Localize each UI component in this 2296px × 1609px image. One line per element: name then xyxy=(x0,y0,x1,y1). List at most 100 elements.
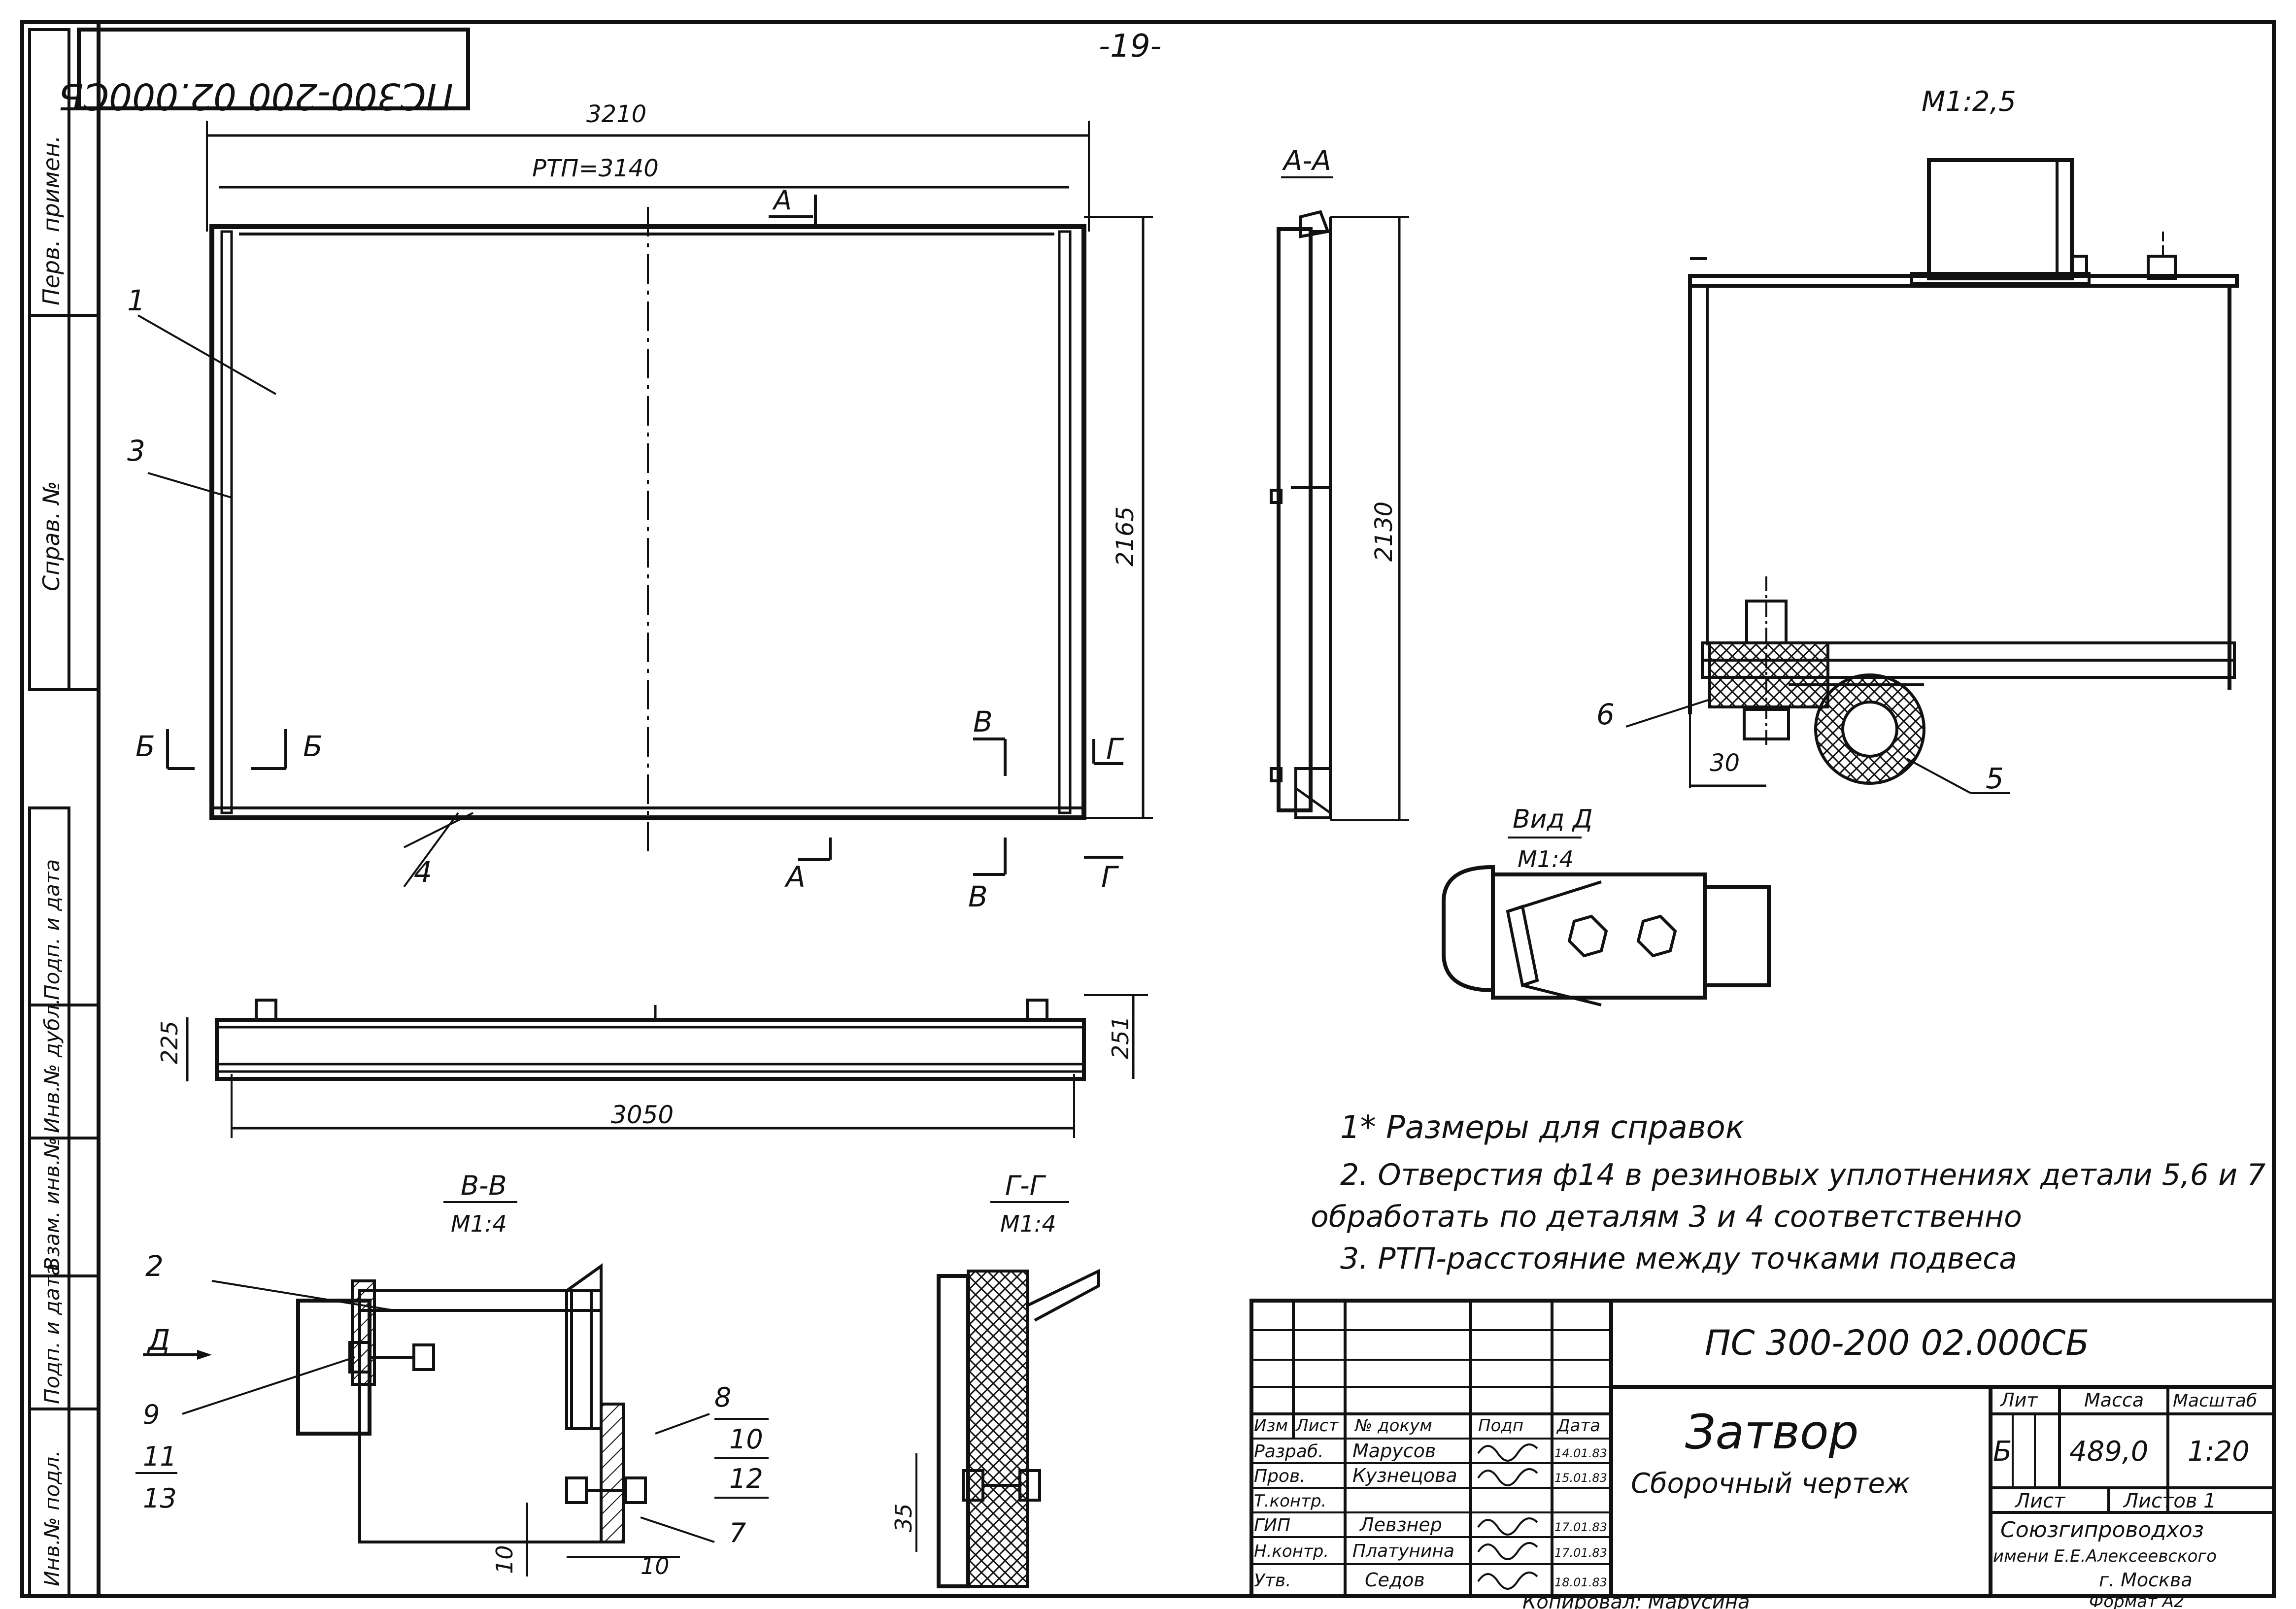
margin-label-6: Инв.№ подл. xyxy=(40,1450,64,1586)
dim-overall: 3210 xyxy=(586,101,646,128)
tb-name-1: Кузнецова xyxy=(1352,1465,1457,1486)
margin-label-1: Справ. № xyxy=(38,481,65,591)
section-a-bottom: А xyxy=(784,860,806,894)
view-d-scale: М1:4 xyxy=(1518,846,1574,872)
margin-label-2: Подп. и дата xyxy=(40,859,64,1000)
tb-date-0: 14.01.83 xyxy=(1554,1446,1607,1460)
tb-lit-label: Лит xyxy=(1999,1389,2038,1411)
sheet-number: -19- xyxy=(1099,28,1162,65)
vv-callout-12: 12 xyxy=(729,1463,763,1494)
callout-1: 1 xyxy=(127,284,145,317)
bottom-dim-right: 251 xyxy=(1107,1016,1134,1059)
tb-sheet-label: Лист xyxy=(2014,1490,2066,1512)
bottom-dim-left: 225 xyxy=(156,1021,183,1064)
tb-date-1: 15.01.83 xyxy=(1554,1471,1607,1485)
signature-5 xyxy=(1477,1572,1538,1590)
section-g-bottom: Г xyxy=(1101,860,1119,894)
note-3: 3. РТП-расстояние между точками подвеса xyxy=(1340,1241,2017,1276)
tb-scale-value: 1:20 xyxy=(2188,1436,2250,1468)
tb-date-4: 17.01.83 xyxy=(1554,1546,1607,1560)
section-v-top: В xyxy=(973,705,993,738)
rotated-designation: ПС300-200 02.000СБ xyxy=(59,75,453,117)
section-vv: В-В М1:4 Д 2 9 11 13 8 10 12 7 xyxy=(135,1170,769,1579)
tb-name-line1: Затвор xyxy=(1685,1405,1859,1460)
tb-role-2: Т.контр. xyxy=(1254,1491,1326,1511)
note-1: 1* Размеры для справок xyxy=(1340,1109,1745,1146)
tb-name-5: Седов xyxy=(1365,1569,1425,1591)
footer-format: Формат А2 xyxy=(2089,1592,2185,1609)
tb-mass-value: 489,0 xyxy=(2069,1436,2148,1468)
section-b-left: Б xyxy=(135,730,155,763)
tb-header-date: Дата xyxy=(1556,1416,1600,1436)
vv-callout-2: 2 xyxy=(145,1249,164,1283)
callout-6: 6 xyxy=(1596,698,1615,731)
tb-sheets-label: Листов 1 xyxy=(2123,1490,2216,1512)
callout-3: 3 xyxy=(127,434,145,468)
detail-scale: М1:2,5 xyxy=(1922,86,2016,118)
signature-0 xyxy=(1477,1443,1538,1462)
margin-label-4: Взам. инв.№ xyxy=(40,1137,64,1271)
tb-role-1: Пров. xyxy=(1254,1466,1306,1486)
bottom-dim-length: 3050 xyxy=(611,1101,674,1129)
footer-copied: Копировал: Марусина xyxy=(1522,1591,1750,1609)
section-a-top: А xyxy=(772,185,792,216)
title-block: Изм Лист № докум Подп Дата Разраб. Марус… xyxy=(1249,1299,2276,1598)
left-margin: Перв. примен. Справ. № Подп. и дата Инв.… xyxy=(28,28,99,1598)
callout-4: 4 xyxy=(414,855,432,889)
tb-org-line3: г. Москва xyxy=(2099,1569,2193,1591)
dim-height: 2165 xyxy=(1112,506,1139,567)
section-v-bottom: В xyxy=(968,880,988,913)
vv-callout-11: 11 xyxy=(143,1441,177,1472)
tb-name-4: Платунина xyxy=(1352,1541,1454,1561)
tb-scale-label: Масштаб xyxy=(2173,1391,2257,1411)
main-view: 3210 РТП=3140 А 2165 1 3 4 Б xyxy=(127,101,1153,913)
tb-org-line1: Союзгипроводхоз xyxy=(2000,1517,2204,1542)
dim-rtp: РТП=3140 xyxy=(532,155,659,182)
margin-label-3: Инв.№ дубл. xyxy=(40,998,64,1133)
vv-callout-9: 9 xyxy=(143,1399,160,1430)
section-gg-scale: М1:4 xyxy=(1000,1210,1056,1237)
signature-3 xyxy=(1477,1517,1538,1536)
arrow-d-label: Д xyxy=(146,1323,170,1357)
detail-view: М1:2,5 30 6 5 xyxy=(1596,86,2239,795)
view-d-title: Вид Д xyxy=(1513,804,1593,834)
gg-dim: 35 xyxy=(890,1503,917,1532)
callout-5: 5 xyxy=(1986,762,2004,795)
tb-name-3: Левзнер xyxy=(1359,1514,1442,1536)
section-vv-title: В-В xyxy=(461,1170,507,1201)
section-b-right: Б xyxy=(303,730,323,763)
view-d: Вид Д М1:4 xyxy=(1442,804,1771,1006)
detail-dim: 30 xyxy=(1710,749,1740,777)
signature-1 xyxy=(1477,1468,1538,1486)
tb-name-0: Марусов xyxy=(1352,1440,1436,1462)
section-aa: А-А 2130 xyxy=(1270,145,1409,821)
section-gg-title: Г-Г xyxy=(1005,1170,1047,1201)
tb-date-3: 17.01.83 xyxy=(1554,1520,1607,1534)
section-g-top: Г xyxy=(1106,732,1124,766)
section-gg: Г-Г М1:4 35 xyxy=(890,1170,1100,1588)
tb-name-line2: Сборочный чертеж xyxy=(1631,1468,1910,1500)
bottom-view: 225 251 3050 xyxy=(156,994,1148,1138)
tb-date-5: 18.01.83 xyxy=(1554,1575,1607,1589)
inner-border xyxy=(97,20,2276,1598)
tb-lit-value: Б xyxy=(1993,1436,2012,1468)
section-aa-title: А-А xyxy=(1282,145,1331,177)
vv-callout-10: 10 xyxy=(729,1424,763,1455)
tb-header-list: Лист xyxy=(1295,1416,1339,1436)
margin-label-0: Перв. примен. xyxy=(38,135,65,305)
vv-callout-8: 8 xyxy=(714,1382,731,1413)
note-2a: 2. Отверстия ф14 в резиновых уплотнениях… xyxy=(1340,1158,2265,1192)
tb-role-0: Разраб. xyxy=(1254,1441,1323,1462)
vv-callout-13: 13 xyxy=(143,1483,177,1514)
rotated-designation-box: ПС300-200 02.000СБ xyxy=(59,28,470,117)
section-aa-dim: 2130 xyxy=(1370,502,1398,562)
tb-header-izm: Изм xyxy=(1254,1416,1288,1436)
vv-callout-7: 7 xyxy=(729,1517,746,1548)
tb-role-5: Утв. xyxy=(1254,1571,1291,1591)
notes: 1* Размеры для справок 2. Отверстия ф14 … xyxy=(1311,1109,2265,1276)
note-2b: обработать по деталям 3 и 4 соответствен… xyxy=(1311,1200,2022,1234)
tb-org-line2: имени Е.Е.Алексеевского xyxy=(1993,1546,2217,1566)
tb-role-3: ГИП xyxy=(1254,1515,1290,1536)
tb-role-4: Н.контр. xyxy=(1254,1542,1329,1561)
